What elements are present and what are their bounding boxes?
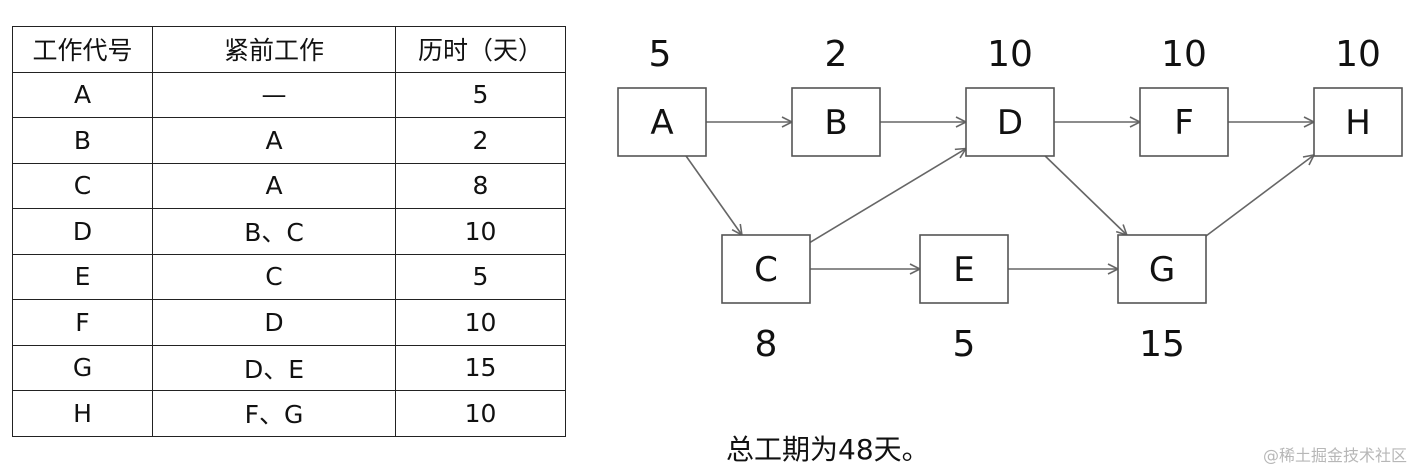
cell-task: F — [12, 299, 153, 346]
cell-task: D — [12, 208, 153, 255]
cell-duration: 5 — [395, 71, 566, 118]
node-duration-label: 10 — [987, 34, 1033, 75]
precedence-table: 工作代号 紧前工作 历时（天） A — 5 B A 2 C A 8 D B、C … — [12, 26, 566, 437]
node-box — [1139, 87, 1229, 157]
node-duration-label: 10 — [1161, 34, 1207, 75]
node-label: A — [650, 103, 673, 143]
cell-duration: 10 — [395, 390, 566, 437]
node-d: D 10 — [965, 34, 1055, 157]
edge-c-d — [809, 149, 966, 244]
cell-task: H — [12, 390, 153, 437]
table-header-row: 工作代号 紧前工作 历时（天） — [12, 26, 566, 73]
edge-d-g — [1044, 155, 1127, 235]
node-box — [919, 234, 1009, 304]
edge-layer — [685, 122, 1314, 269]
header-predecessor: 紧前工作 — [152, 26, 396, 73]
node-box — [965, 87, 1055, 157]
cell-task: A — [12, 71, 153, 118]
node-box — [721, 234, 811, 304]
cell-task: E — [12, 253, 153, 300]
edge-g-h — [1205, 155, 1314, 237]
cell-predecessor: D — [152, 299, 396, 346]
edge-a-c — [685, 155, 742, 235]
table-row: B A 2 — [12, 117, 566, 164]
node-label: D — [997, 103, 1023, 143]
cell-predecessor: C — [152, 253, 396, 300]
cell-duration: 10 — [395, 208, 566, 255]
node-label: F — [1174, 103, 1194, 143]
cell-task: B — [12, 117, 153, 164]
node-duration-label: 5 — [953, 324, 976, 365]
cell-predecessor: A — [152, 162, 396, 209]
header-duration: 历时（天） — [395, 26, 566, 73]
node-duration-label: 15 — [1139, 324, 1185, 365]
node-duration-label: 8 — [755, 324, 778, 365]
node-c: C8 — [721, 234, 811, 365]
node-e: E5 — [919, 234, 1009, 365]
node-box — [1313, 87, 1403, 157]
cell-task: G — [12, 344, 153, 391]
node-label: B — [824, 103, 847, 143]
header-task-code: 工作代号 — [12, 26, 153, 73]
node-a: A5 — [617, 34, 707, 157]
cell-duration: 10 — [395, 299, 566, 346]
node-duration-label: 5 — [649, 34, 672, 75]
node-label: C — [754, 250, 778, 290]
table-row: H F、G 10 — [12, 390, 566, 437]
node-box — [617, 87, 707, 157]
node-box — [1117, 234, 1207, 304]
total-duration-text: 总工期为48天。 — [726, 433, 930, 466]
cell-duration: 2 — [395, 117, 566, 164]
node-duration-label: 10 — [1335, 34, 1381, 75]
node-label: E — [953, 250, 974, 290]
cell-predecessor: — — [152, 71, 396, 118]
table-row: E C 5 — [12, 253, 566, 300]
node-duration-label: 2 — [825, 34, 848, 75]
node-b: B2 — [791, 34, 881, 157]
table-row: A — 5 — [12, 71, 566, 118]
node-label: H — [1345, 103, 1371, 143]
node-g: G 15 — [1117, 234, 1207, 365]
node-label: G — [1149, 250, 1175, 290]
watermark: @稀土掘金技术社区 — [1262, 446, 1407, 465]
cell-predecessor: F、G — [152, 390, 396, 437]
node-box — [791, 87, 881, 157]
node-f: F 10 — [1139, 34, 1229, 157]
table-row: F D 10 — [12, 299, 566, 346]
node-h: H 10 — [1313, 34, 1403, 157]
